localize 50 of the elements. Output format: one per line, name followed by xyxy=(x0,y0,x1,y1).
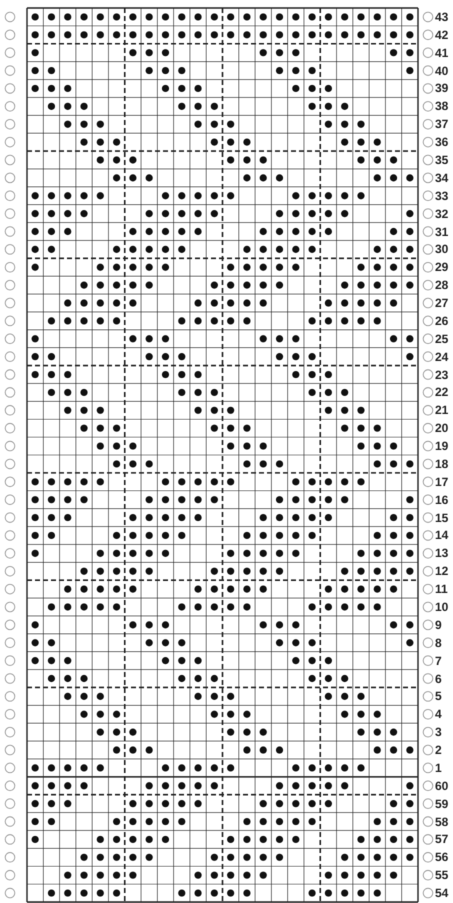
row-number: 2 xyxy=(435,743,442,758)
row-number: 21 xyxy=(435,403,448,418)
row-number: 57 xyxy=(435,832,448,846)
row-number: 38 xyxy=(435,99,448,114)
row-number: 58 xyxy=(435,814,448,829)
row-number: 5 xyxy=(435,689,442,704)
row-number: 1 xyxy=(435,760,442,775)
row-number: 10 xyxy=(435,600,448,614)
row-number: 19 xyxy=(435,439,448,454)
row-number: 32 xyxy=(435,206,448,221)
row-number: 17 xyxy=(435,474,448,489)
row-number: 54 xyxy=(435,886,448,900)
row-number: 12 xyxy=(435,564,448,578)
row-number: 15 xyxy=(435,510,448,525)
row-number: 4 xyxy=(435,707,442,722)
row-number: 23 xyxy=(435,368,448,382)
row-number: 25 xyxy=(435,332,448,346)
row-number: 6 xyxy=(435,672,442,686)
row-number: 37 xyxy=(435,117,448,132)
row-number: 59 xyxy=(435,796,448,811)
row-number: 42 xyxy=(435,28,448,42)
row-number: 31 xyxy=(435,224,448,238)
row-number: 41 xyxy=(435,46,448,60)
row-number: 30 xyxy=(435,242,448,256)
row-number: 60 xyxy=(435,778,448,793)
row-number: 20 xyxy=(435,421,448,436)
row-number: 8 xyxy=(435,636,442,650)
row-number: 27 xyxy=(435,296,448,310)
row-number: 35 xyxy=(435,152,448,167)
row-number: 43 xyxy=(435,10,448,24)
row-number: 56 xyxy=(435,850,448,864)
row-number: 36 xyxy=(435,135,448,150)
row-number: 39 xyxy=(435,81,448,96)
row-number: 26 xyxy=(435,314,448,328)
row-number: 3 xyxy=(435,725,442,740)
row-number: 40 xyxy=(435,64,448,78)
row-number: 24 xyxy=(435,350,448,364)
row-number: 55 xyxy=(435,868,448,882)
row-number: 14 xyxy=(435,528,448,542)
row-number: 16 xyxy=(435,492,448,507)
row-number: 22 xyxy=(435,385,448,400)
row-number: 7 xyxy=(435,654,442,668)
row-number: 13 xyxy=(435,546,448,560)
row-number: 28 xyxy=(435,278,448,292)
row-number: 29 xyxy=(435,260,448,274)
row-number: 9 xyxy=(435,618,442,632)
row-number: 34 xyxy=(435,170,448,185)
row-number: 18 xyxy=(435,456,448,471)
row-number: 11 xyxy=(435,582,448,596)
row-number: 33 xyxy=(435,188,448,203)
